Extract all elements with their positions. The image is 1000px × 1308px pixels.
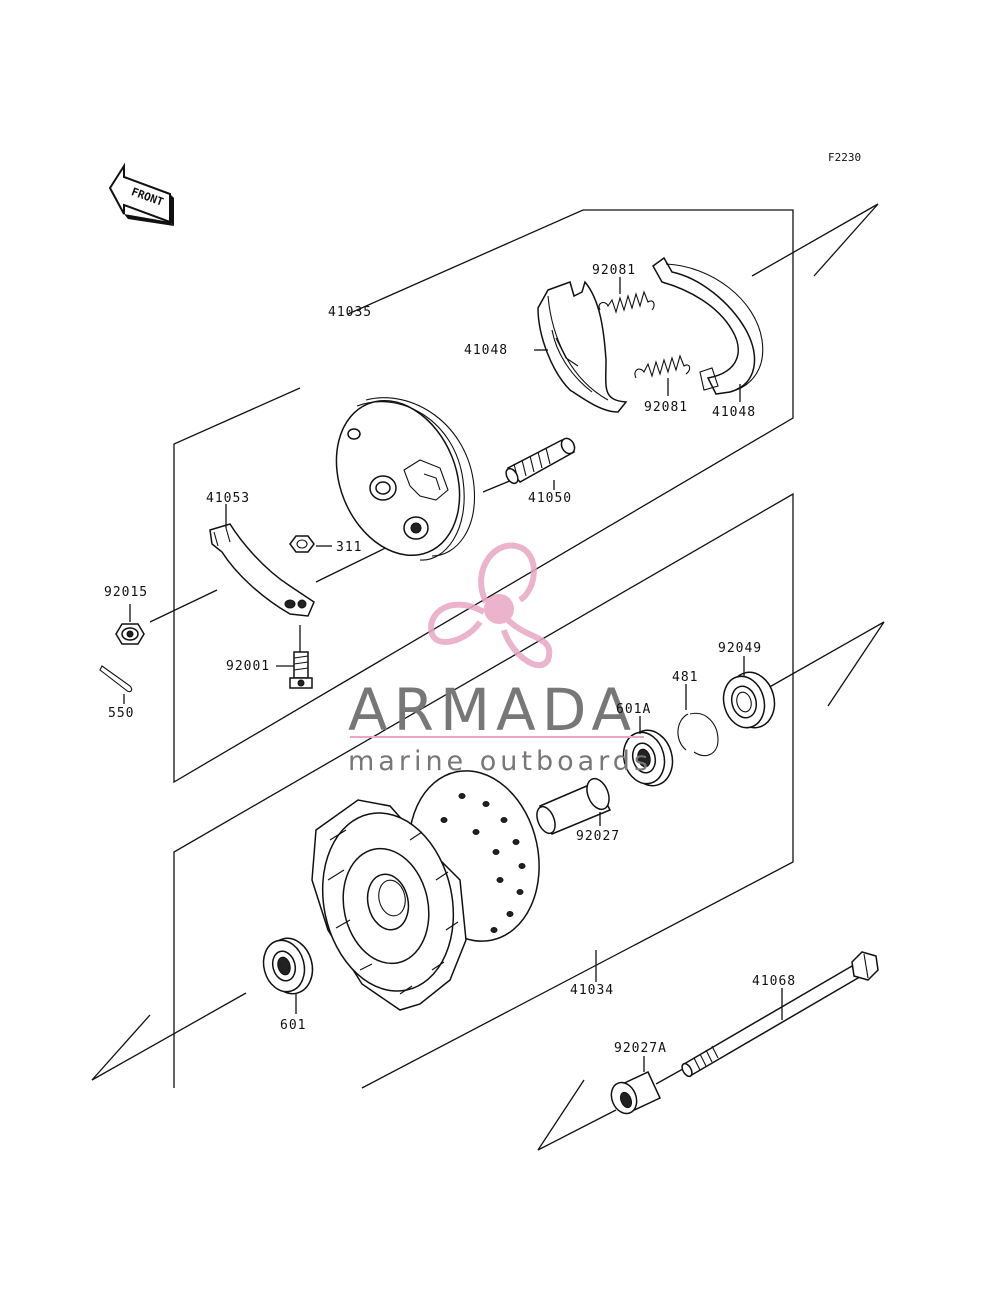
part-label-41053: 41053 — [206, 491, 250, 506]
part-label-92049: 92049 — [718, 641, 762, 656]
part-label-41035: 41035 — [328, 305, 372, 320]
part-label-92027: 92027 — [576, 829, 620, 844]
brake-panel[interactable] — [314, 382, 481, 574]
part-label-92081-lower: 92081 — [644, 400, 688, 415]
bearing-601A[interactable] — [618, 716, 679, 791]
part-label-601: 601 — [280, 1018, 306, 1033]
axle-41068[interactable] — [680, 951, 879, 1078]
part-label-41068: 41068 — [752, 974, 796, 989]
circlip-481[interactable] — [677, 684, 719, 757]
bearing-601[interactable] — [258, 933, 319, 1014]
collar-92027A[interactable] — [607, 1056, 661, 1117]
part-label-92001: 92001 — [226, 659, 270, 674]
brake-panel-frame — [173, 209, 794, 784]
nut-92015[interactable] — [115, 604, 145, 645]
hub-spoke-holes — [440, 793, 526, 933]
wheel-hub[interactable] — [307, 759, 597, 1011]
hub-frame — [173, 492, 794, 1089]
cotter-pin-550[interactable] — [99, 665, 133, 704]
part-label-92027A: 92027A — [614, 1041, 667, 1056]
part-label-601A: 601A — [616, 702, 651, 717]
bolt-92001[interactable] — [289, 651, 313, 689]
part-label-41048-right: 41048 — [712, 405, 756, 420]
watermark-title: ARMADA — [348, 676, 637, 744]
spring-lower[interactable] — [634, 354, 691, 379]
armada-watermark: ARMADA marine outboards — [348, 542, 652, 777]
brake-shoe-left[interactable] — [537, 280, 628, 413]
figure-code: F2230 — [828, 151, 861, 164]
brake-lever[interactable] — [209, 504, 315, 652]
brake-shoe-right[interactable] — [652, 256, 764, 395]
part-label-41048-left: 41048 — [464, 343, 508, 358]
spring-upper[interactable] — [598, 290, 655, 314]
oil-seal-92049[interactable] — [718, 656, 781, 733]
collar-92027[interactable] — [533, 775, 613, 836]
nut-311[interactable] — [289, 535, 315, 553]
part-label-481: 481 — [672, 670, 698, 685]
part-label-311: 311 — [336, 540, 362, 555]
brake-cam[interactable] — [504, 436, 578, 485]
part-label-41050: 41050 — [528, 491, 572, 506]
watermark-subtitle: marine outboards — [348, 746, 652, 777]
front-arrow-icon: FRONT — [108, 162, 174, 226]
part-label-92081-upper: 92081 — [592, 263, 636, 278]
leader-lines — [276, 277, 741, 667]
part-label-550: 550 — [108, 706, 134, 721]
part-label-41034: 41034 — [570, 983, 614, 998]
propeller-logo-icon — [428, 542, 553, 669]
part-label-92015: 92015 — [104, 585, 148, 600]
